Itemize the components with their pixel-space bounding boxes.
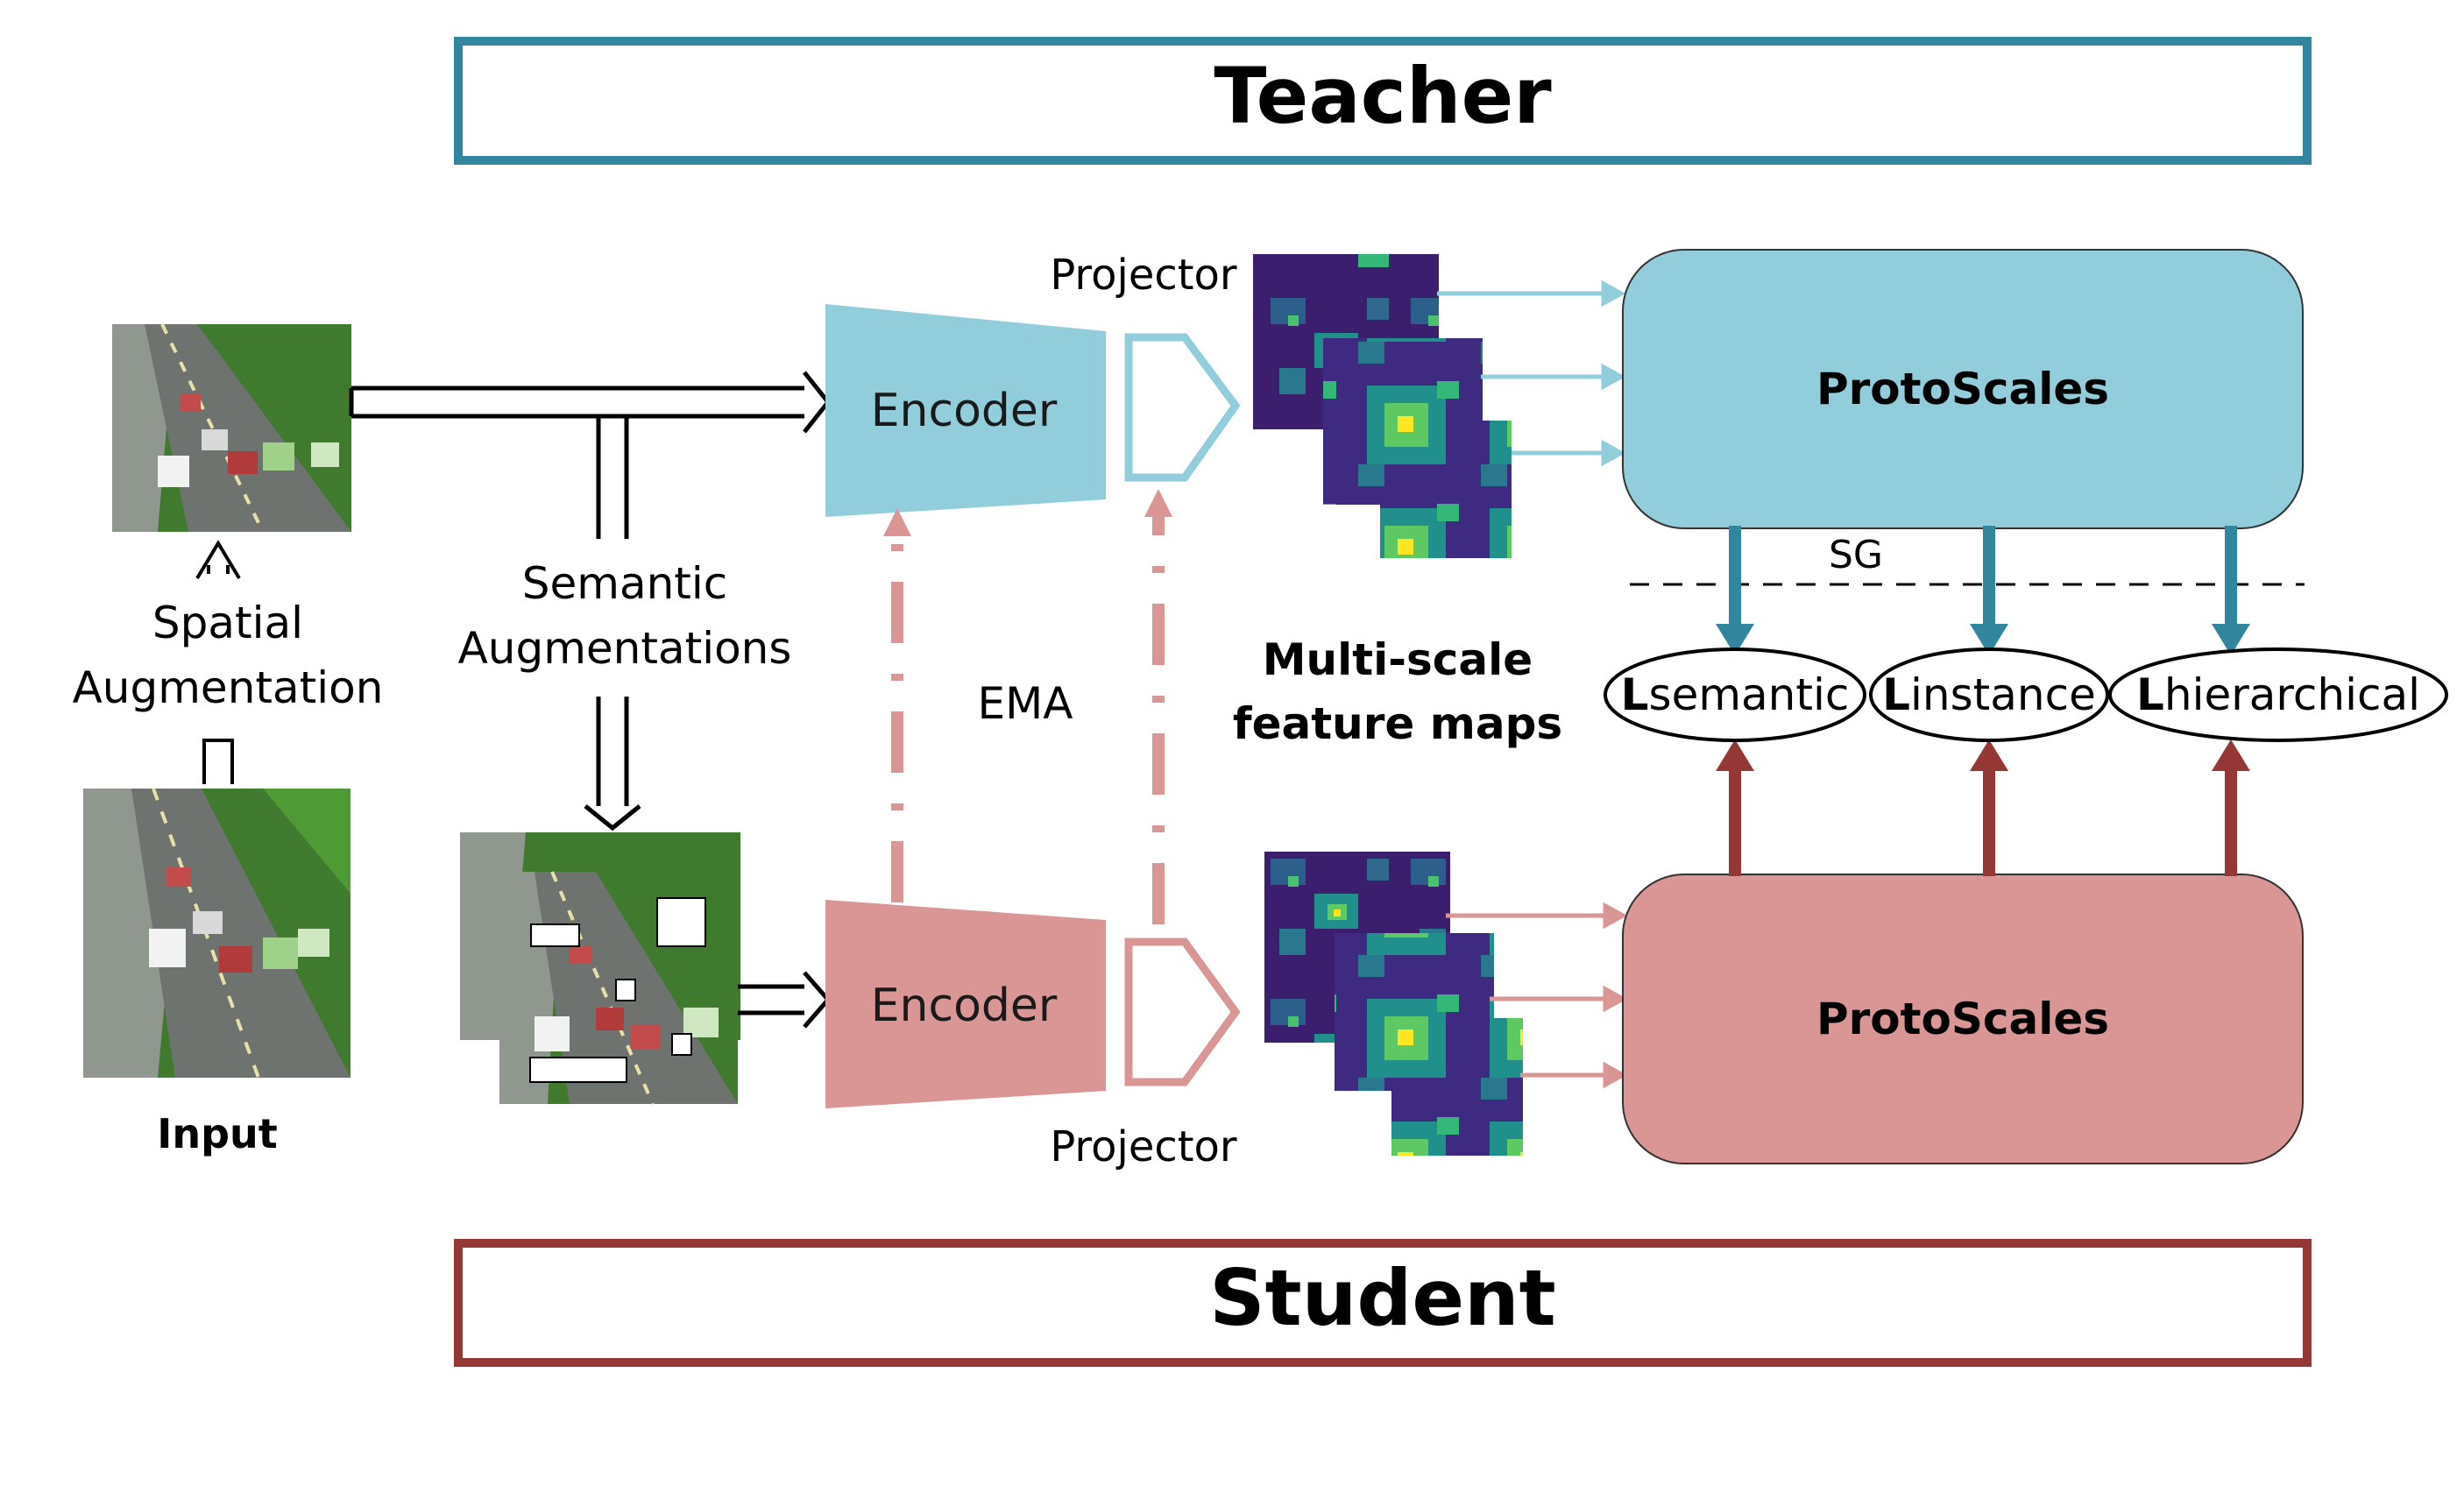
teacher-encoder: Encoder (825, 304, 1106, 517)
svg-text:Linstance: Linstance (1882, 669, 2096, 720)
teacher-projector-label: Projector (1050, 251, 1237, 300)
student-encoder: Encoder (825, 900, 1106, 1108)
spatial-augmentation-line2: Augmentation (73, 662, 384, 713)
student-protoscales-label: ProtoScales (1816, 994, 2109, 1044)
loss-semantic: Lsemantic (1604, 647, 1866, 742)
student-label: Student (1209, 1253, 1555, 1343)
teacher-encoder-label: Encoder (871, 385, 1058, 437)
feature-maps-line2: feature maps (1233, 698, 1562, 749)
student-loss-arrows (1716, 739, 2250, 876)
svg-text:Lhierarchical: Lhierarchical (2136, 669, 2420, 720)
student-input-arrow (738, 971, 832, 1029)
spatial-augmented-image (112, 323, 351, 533)
spatial-augmentation-arrow (195, 540, 241, 784)
semantic-augmented-images (460, 832, 740, 1105)
student-scale-arrows (1446, 902, 1628, 1089)
teacher-feature-maps (1253, 254, 1512, 558)
loss-instance-name: instance (1910, 669, 2096, 720)
input-image (83, 788, 350, 1079)
student-encoder-label: Encoder (871, 980, 1058, 1032)
semantic-branch-arrow (584, 416, 641, 831)
loss-semantic-name: semantic (1649, 669, 1850, 720)
student-feature-maps (1264, 852, 1523, 1156)
student-projector-label: Projector (1050, 1122, 1237, 1171)
loss-hierarchical: Lhierarchical (2108, 647, 2448, 742)
loss-instance-prefix: L (1882, 669, 1910, 720)
spatial-augmentation-line1: Spatial (152, 598, 303, 648)
teacher-projector (1124, 333, 1241, 482)
ema-arrow-projector (1144, 489, 1172, 924)
teacher-scale-arrows (1437, 279, 1626, 467)
input-label: Input (157, 1110, 278, 1157)
student-banner: Student (454, 1239, 2312, 1367)
teacher-loss-arrows (1716, 526, 2250, 655)
student-protoscales: ProtoScales (1622, 874, 2304, 1164)
teacher-protoscales-label: ProtoScales (1816, 364, 2109, 414)
loss-hierarchical-prefix: L (2136, 669, 2164, 720)
loss-semantic-prefix: L (1621, 669, 1649, 720)
student-projector (1124, 938, 1241, 1086)
teacher-banner: Teacher (454, 37, 2312, 165)
teacher-input-arrow (349, 371, 832, 434)
semantic-augmentations-line2: Augmentations (458, 623, 792, 674)
teacher-label: Teacher (1214, 51, 1552, 141)
feature-maps-line1: Multi-scale (1263, 634, 1533, 685)
ema-arrow-encoder (883, 508, 911, 902)
loss-hierarchical-name: hierarchical (2164, 669, 2420, 720)
ema-label: EMA (978, 678, 1073, 729)
semantic-augmentations-line1: Semantic (522, 558, 728, 609)
loss-instance: Linstance (1869, 647, 2109, 742)
svg-text:Lsemantic: Lsemantic (1621, 669, 1850, 720)
stop-gradient-label: SG (1829, 533, 1883, 577)
teacher-protoscales: ProtoScales (1622, 249, 2304, 529)
